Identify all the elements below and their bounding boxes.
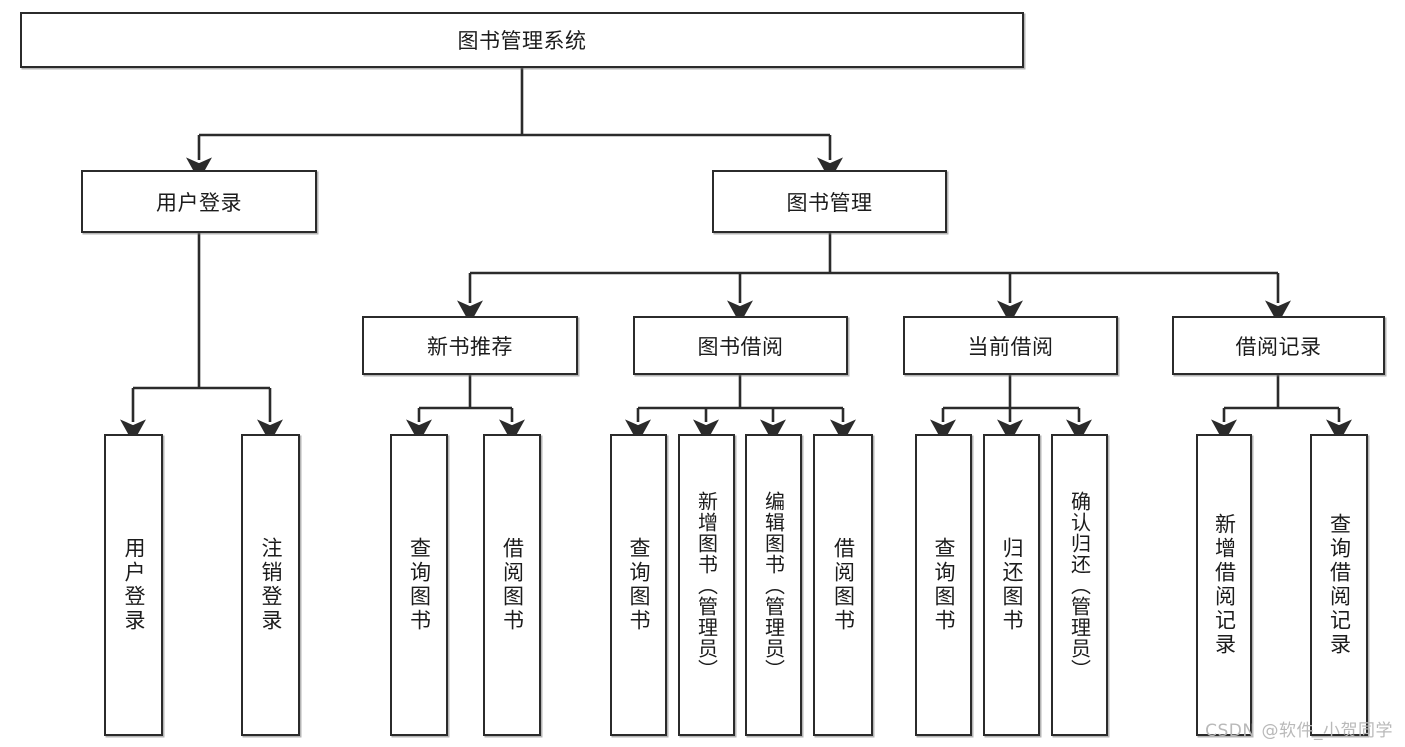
node-leaf-return-book[interactable]: 归还图书 — [983, 434, 1040, 736]
node-leaf-add-book-admin-label: 新增图书（管理员） — [694, 490, 719, 680]
node-leaf-add-borrow-record-label: 新增借阅记录 — [1212, 513, 1237, 657]
node-leaf-query-book-borrow-label: 查询图书 — [627, 537, 651, 633]
node-book-borrow-label: 图书借阅 — [697, 334, 784, 359]
node-leaf-query-book-current[interactable]: 查询图书 — [915, 434, 972, 736]
node-book-management-label: 图书管理 — [786, 190, 873, 215]
node-new-book-recommend-label: 新书推荐 — [427, 334, 513, 359]
watermark-text: CSDN @软件_小贺同学 — [1205, 721, 1393, 741]
node-borrow-record[interactable]: 借阅记录 — [1172, 316, 1385, 375]
node-leaf-borrow-book-label: 借阅图书 — [831, 537, 856, 633]
node-leaf-borrow-book-recommend-label: 借阅图书 — [500, 537, 525, 633]
node-root-system[interactable]: 图书管理系统 — [20, 12, 1024, 68]
node-leaf-query-book-current-label: 查询图书 — [932, 537, 956, 633]
node-current-borrow[interactable]: 当前借阅 — [903, 316, 1118, 375]
node-leaf-user-login[interactable]: 用户登录 — [104, 434, 163, 736]
node-leaf-user-login-label: 用户登录 — [122, 537, 146, 633]
node-current-borrow-label: 当前借阅 — [967, 334, 1054, 359]
node-leaf-borrow-book-recommend[interactable]: 借阅图书 — [483, 434, 541, 736]
node-new-book-recommend[interactable]: 新书推荐 — [362, 316, 578, 375]
node-leaf-query-borrow-record[interactable]: 查询借阅记录 — [1310, 434, 1368, 736]
node-leaf-query-book-recommend[interactable]: 查询图书 — [390, 434, 448, 736]
node-leaf-confirm-return-admin-label: 确认归还（管理员） — [1067, 490, 1092, 680]
node-leaf-add-borrow-record[interactable]: 新增借阅记录 — [1196, 434, 1252, 736]
node-user-login[interactable]: 用户登录 — [81, 170, 317, 233]
node-leaf-query-book-recommend-label: 查询图书 — [407, 537, 432, 633]
node-leaf-logout-login[interactable]: 注销登录 — [241, 434, 300, 736]
node-borrow-record-label: 借阅记录 — [1235, 334, 1322, 359]
node-leaf-query-borrow-record-label: 查询借阅记录 — [1327, 513, 1352, 657]
node-user-login-label: 用户登录 — [156, 190, 242, 215]
node-leaf-edit-book-admin[interactable]: 编辑图书（管理员） — [745, 434, 802, 736]
node-leaf-add-book-admin[interactable]: 新增图书（管理员） — [678, 434, 735, 736]
node-leaf-query-book-borrow[interactable]: 查询图书 — [610, 434, 667, 736]
node-leaf-borrow-book[interactable]: 借阅图书 — [813, 434, 873, 736]
node-book-borrow[interactable]: 图书借阅 — [633, 316, 848, 375]
node-leaf-logout-login-label: 注销登录 — [259, 537, 283, 633]
node-leaf-return-book-label: 归还图书 — [1000, 537, 1024, 633]
node-leaf-edit-book-admin-label: 编辑图书（管理员） — [761, 490, 786, 680]
node-leaf-confirm-return-admin[interactable]: 确认归还（管理员） — [1051, 434, 1108, 736]
node-book-management[interactable]: 图书管理 — [712, 170, 947, 233]
node-root-label: 图书管理系统 — [457, 29, 587, 53]
